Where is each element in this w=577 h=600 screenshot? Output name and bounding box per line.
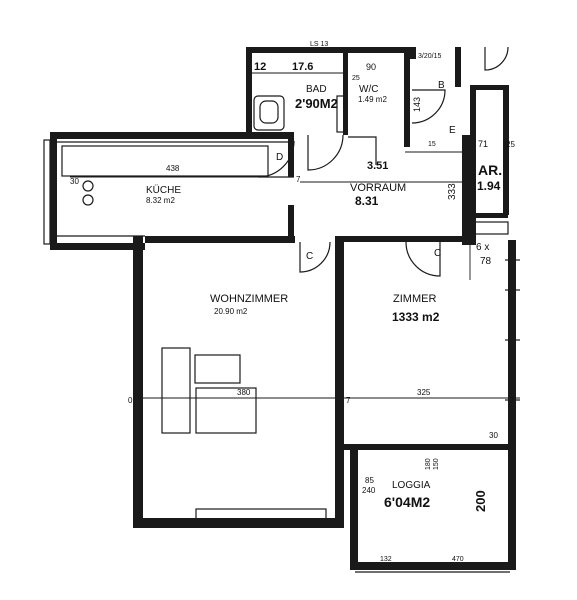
door-entry-arc (411, 89, 446, 124)
axis-0: 0 (128, 396, 133, 405)
doors (257, 46, 509, 277)
dim-78: 78 (480, 256, 492, 267)
kueche-dim-438: 438 (166, 164, 180, 173)
kueche-area: 8.32 m2 (146, 196, 175, 205)
kueche-label: KÜCHE (146, 184, 181, 196)
loggia-area: 6'04M2 (384, 494, 430, 510)
dim-6x: 6 x (476, 242, 489, 253)
meter-box-icon (471, 221, 509, 235)
room-kueche: 438 30 KÜCHE 8.32 m2 (70, 164, 181, 205)
dim-143: 143 (412, 97, 422, 112)
door-wohnzimmer-arc (299, 241, 331, 273)
fixtures (61, 95, 509, 434)
marker-e-label: E (449, 125, 456, 136)
vorraum-dim-351: 3.51 (367, 160, 388, 172)
door-c-left-label: C (306, 251, 313, 262)
sofa-icon (161, 347, 191, 434)
vorraum-area: 8.31 (355, 194, 379, 208)
zimmer-area: 1333 m2 (392, 310, 440, 324)
room-bad: 12 17.6 BAD 2'90M2 (254, 61, 338, 111)
loggia-dim-180: 180 (425, 458, 432, 470)
dim-470: 470 (452, 556, 464, 563)
door-kitchen-arc (257, 140, 295, 178)
room-vorraum: 3.51 VORRAUM 8.31 333 7 (296, 160, 458, 208)
bad-dim-176: 17.6 (292, 61, 313, 73)
ls-label: LS 13 (310, 41, 328, 48)
vorraum-label: VORRAUM (350, 182, 406, 194)
wohnzimmer-label: WOHNZIMMER (210, 293, 288, 305)
room-wc: 90 W/C 1.49 m2 (358, 62, 387, 104)
ar-label: AR. (478, 162, 502, 178)
axis-7-a: 7 (346, 396, 351, 405)
bad-label: BAD (306, 84, 327, 95)
loggia-dim-85: 85 (365, 476, 374, 485)
door-zimmer-arc (405, 241, 441, 277)
room-zimmer: ZIMMER 1333 m2 325 (392, 293, 440, 397)
loggia-dim-200: 200 (473, 490, 488, 512)
marker-b-label: B (438, 80, 445, 91)
dimension-lines (70, 72, 520, 399)
misc-labels: LS 13 3/20/15 D C C B E 143 71 25 25 15 … (128, 41, 515, 563)
bathtub-icon (253, 95, 285, 131)
kitchen-counter-icon (61, 145, 269, 177)
loggia-label: LOGGIA (392, 480, 431, 491)
axis-7-b: 7 (510, 396, 515, 405)
room-ar: AR. 1.94 (477, 162, 502, 193)
loggia-dim-240: 240 (362, 486, 376, 495)
loggia-dim-150: 150 (433, 458, 440, 470)
ar-area: 1.94 (477, 179, 501, 193)
wc-dim: 90 (366, 62, 376, 72)
door-top-right-arc (484, 46, 509, 71)
dim-25-a: 25 (352, 75, 360, 82)
door-wc-line (348, 136, 377, 165)
zimmer-label: ZIMMER (393, 293, 436, 305)
bad-dim-12: 12 (254, 61, 266, 73)
door-bad-arc (307, 134, 344, 171)
vorraum-dim-333: 333 (447, 183, 458, 200)
room-wohnzimmer: WOHNZIMMER 20.90 m2 380 (210, 293, 288, 397)
dim-71: 71 (478, 139, 488, 149)
dim-25-b: 25 (506, 140, 515, 149)
wohnzimmer-area: 20.90 m2 (214, 307, 248, 316)
wc-label: W/C (359, 84, 378, 95)
door-d-label: D (276, 152, 283, 163)
bad-area: 2'90M2 (295, 96, 338, 111)
dim-132: 132 (380, 556, 392, 563)
wc-area: 1.49 m2 (358, 95, 387, 104)
room-loggia: 85 240 LOGGIA 6'04M2 180 150 200 (362, 458, 488, 512)
axis-30: 30 (489, 431, 498, 440)
walls (50, 47, 516, 570)
wohnzimmer-dim: 380 (237, 388, 251, 397)
vorraum-dim-7: 7 (296, 175, 301, 184)
window-lines (43, 139, 520, 573)
kueche-dim-30: 30 (70, 177, 79, 186)
door-c-right-label: C (434, 248, 441, 259)
shaft-icon (336, 95, 348, 133)
top-dims-label: 3/20/15 (418, 53, 441, 60)
zimmer-dim: 325 (417, 388, 431, 397)
dim-15: 15 (428, 141, 436, 148)
